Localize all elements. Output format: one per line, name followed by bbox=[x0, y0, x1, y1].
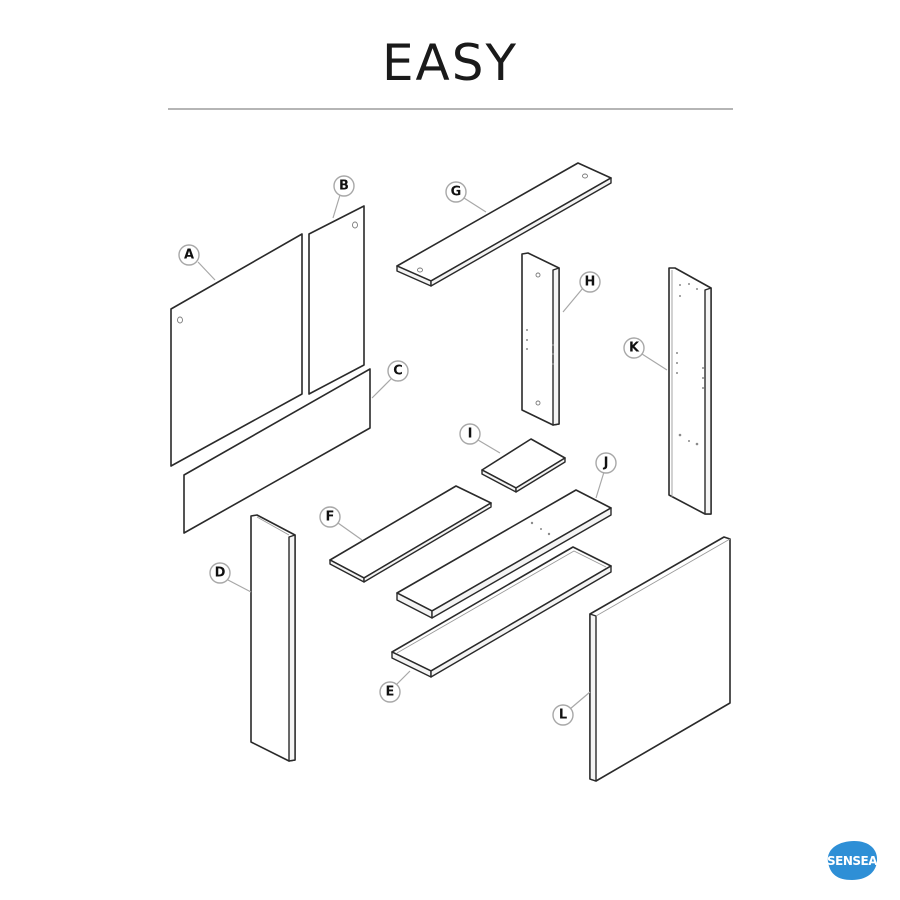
part-i bbox=[481, 438, 566, 493]
callout-e: E bbox=[379, 670, 411, 703]
callout-b: B bbox=[332, 175, 355, 219]
part-c bbox=[183, 368, 371, 534]
callout-c: C bbox=[371, 360, 409, 399]
callout-label-h: H bbox=[585, 275, 596, 290]
logo-text: SENSEA bbox=[827, 854, 878, 868]
callout-label-l: L bbox=[559, 708, 567, 723]
part-e bbox=[391, 546, 612, 678]
part-d bbox=[250, 514, 296, 762]
part-g bbox=[396, 162, 612, 287]
callout-k: K bbox=[623, 337, 668, 371]
callout-j: J bbox=[595, 452, 617, 499]
callout-label-k: K bbox=[629, 341, 640, 356]
part-f bbox=[329, 485, 492, 583]
callout-g: G bbox=[445, 181, 487, 213]
part-b bbox=[308, 205, 365, 395]
callout-label-e: E bbox=[386, 685, 395, 700]
callout-f: F bbox=[319, 506, 363, 541]
callout-label-j: J bbox=[603, 456, 609, 471]
part-h bbox=[521, 252, 560, 426]
callout-label-f: F bbox=[326, 510, 335, 525]
callout-label-b: B bbox=[339, 179, 349, 194]
part-a bbox=[170, 233, 303, 467]
part-k bbox=[668, 267, 712, 515]
part-j bbox=[396, 489, 612, 619]
callout-label-a: A bbox=[184, 248, 194, 263]
callout-label-i: I bbox=[468, 427, 473, 442]
callout-l: L bbox=[552, 691, 591, 726]
logo-badge-shape bbox=[827, 841, 878, 880]
callout-label-g: G bbox=[451, 185, 462, 200]
part-l bbox=[589, 536, 731, 782]
callout-a: A bbox=[178, 244, 216, 281]
sensea-logo: SENSEA bbox=[827, 841, 879, 880]
callout-label-d: D bbox=[215, 566, 226, 581]
callout-i: I bbox=[459, 423, 501, 454]
callout-h: H bbox=[562, 271, 601, 313]
callout-label-c: C bbox=[393, 364, 403, 379]
callout-d: D bbox=[209, 562, 252, 593]
page-title: EASY bbox=[381, 34, 519, 92]
title-divider bbox=[168, 108, 733, 110]
